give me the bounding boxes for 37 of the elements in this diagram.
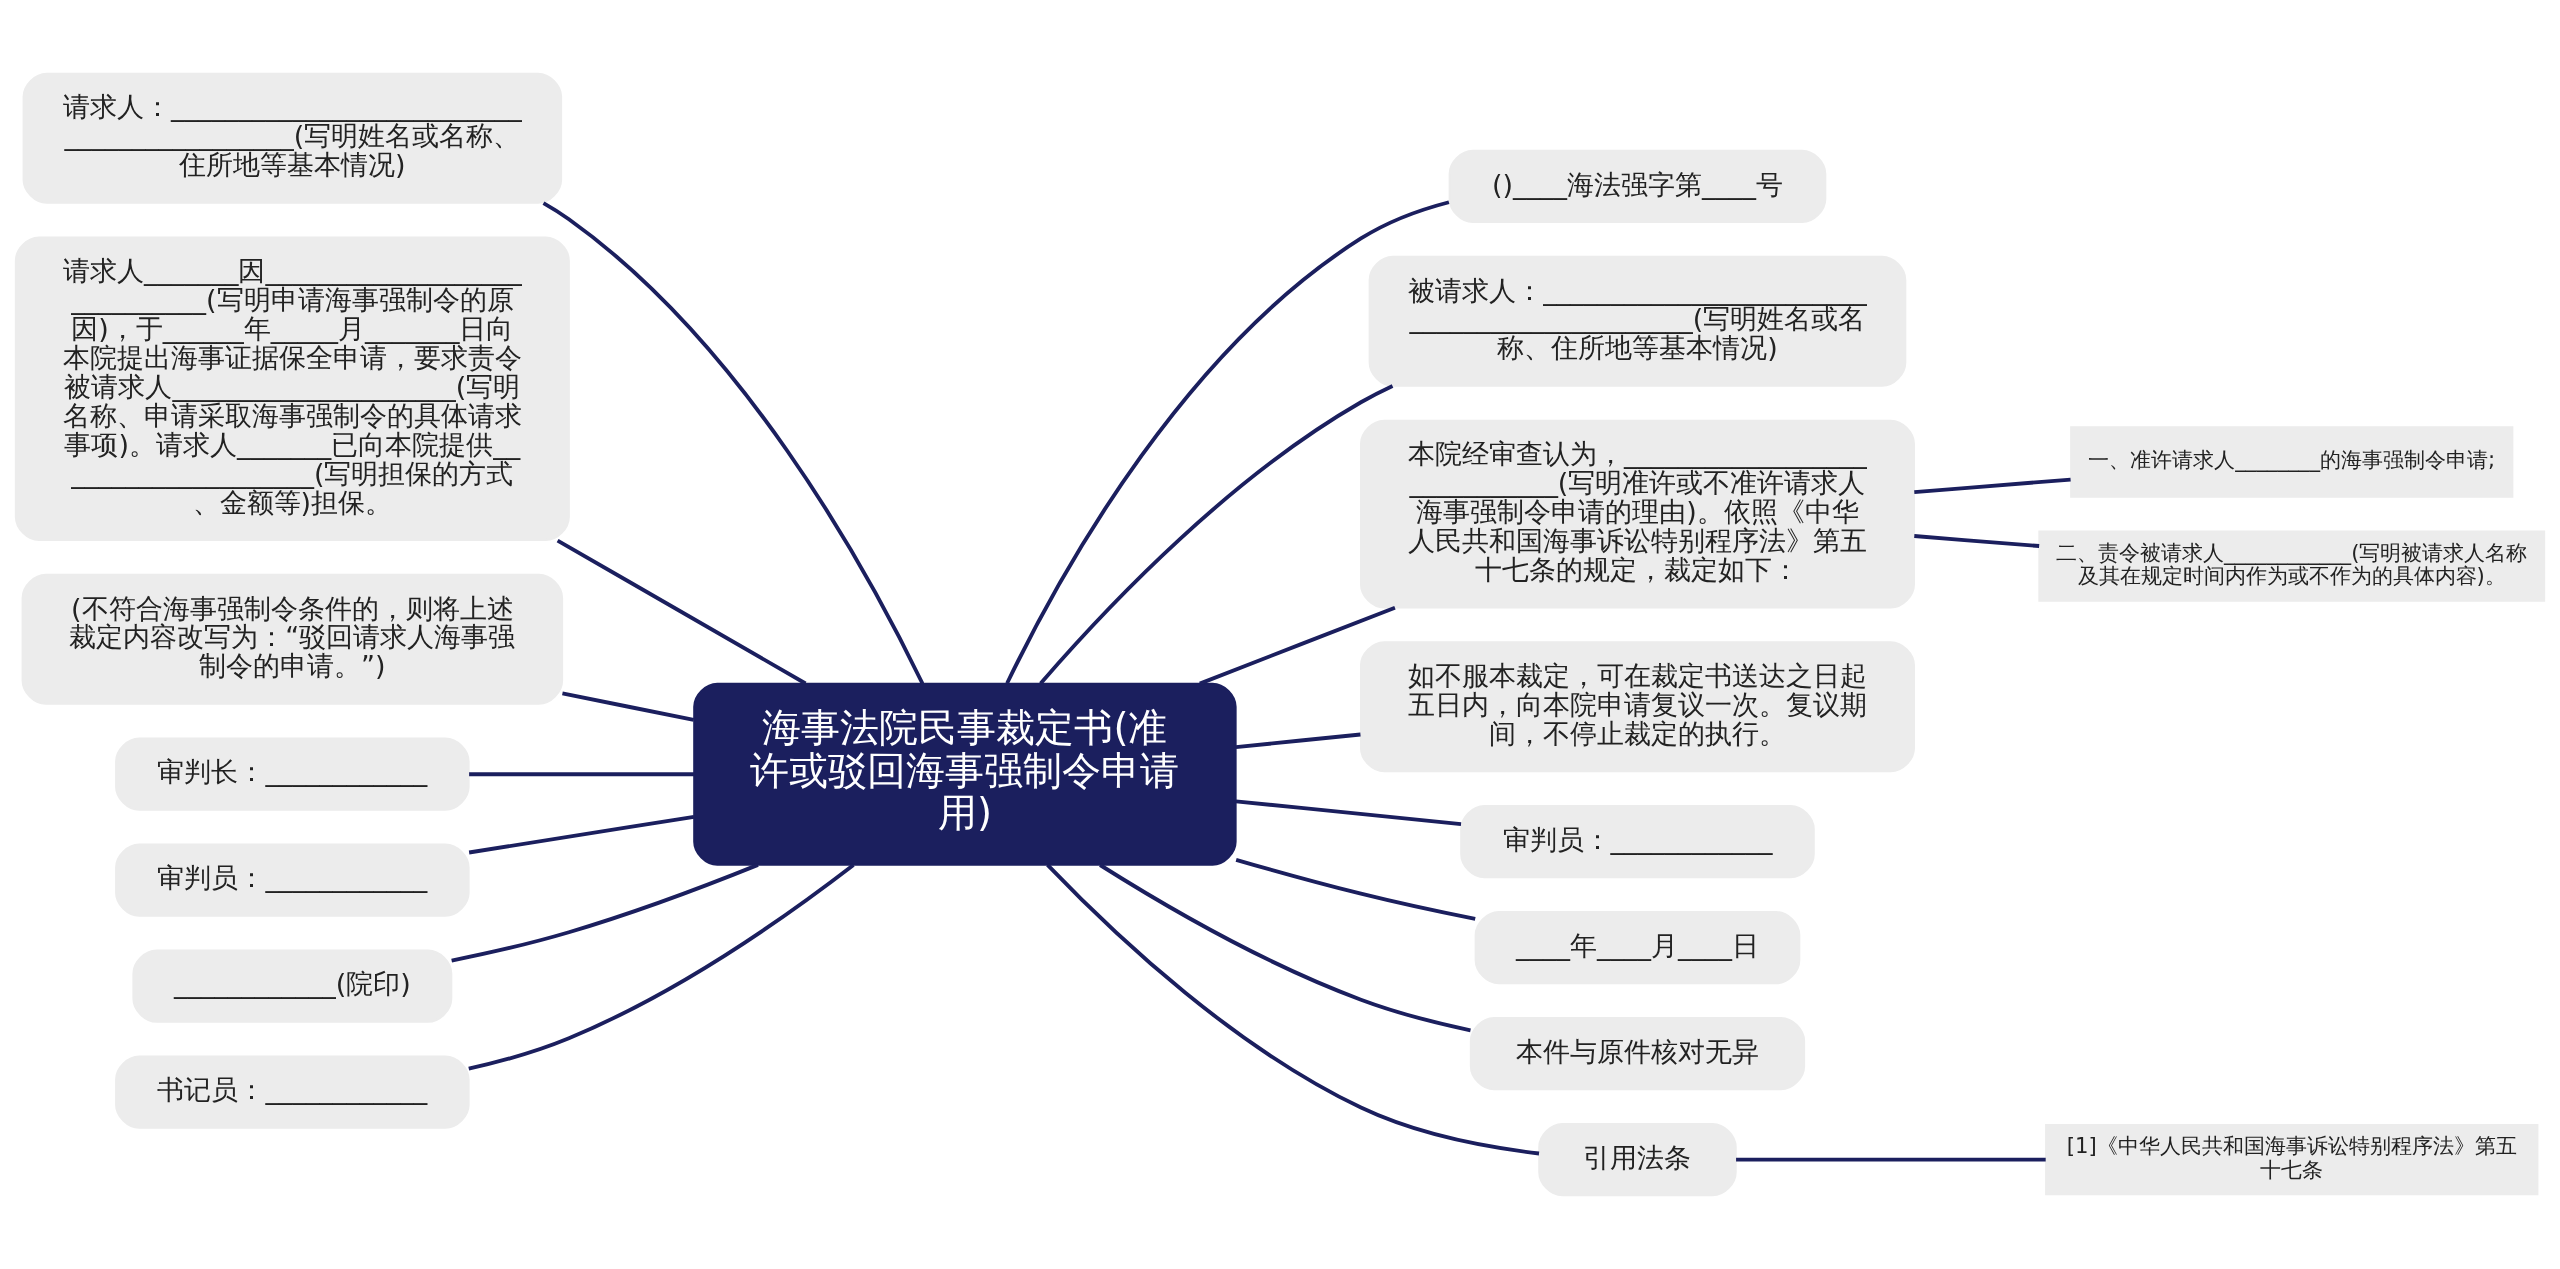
node-box: 二、责令被请求人____________(写明被请求人名称及其在规定时间内作为或不作为的具体内容)。 [2038, 530, 2546, 602]
node-box: 海事法院民事裁定书(准许或驳回海事强制令申请用) [693, 682, 1237, 866]
connector [1235, 857, 1476, 921]
node-box: ____年____月____日 [1474, 911, 1801, 985]
node-box: [1]《中华人民共和国海事诉讼特别程序法》第五十七条 [2045, 1124, 2539, 1196]
node-box: ____________(院印) [132, 949, 453, 1023]
node-box: 本件与原件核对无异 [1469, 1017, 1806, 1091]
node-box: 一、准许请求人________的海事强制令申请; [2070, 426, 2514, 498]
node-box: (不符合海事强制令条件的，则将上述裁定内容改写为：“驳回请求人海事强制令的申请。”) [21, 573, 564, 705]
connector [562, 691, 695, 722]
node-box: 书记员：____________ [115, 1055, 470, 1129]
connector [556, 538, 807, 686]
node-box: 请求人：___________________________________________(写明姓名或名称、住所地等基本情况) [22, 72, 563, 204]
connector [542, 201, 925, 685]
connector [1046, 863, 1540, 1156]
connector [451, 863, 759, 963]
node-box: 审判长：____________ [115, 737, 470, 811]
node-box: 审判员：____________ [115, 843, 470, 917]
connector [468, 863, 855, 1071]
node-box: 如不服本裁定，可在裁定书送达之日起五日内，向本院申请复议一次。复议期间，不停止裁定的执行。 [1359, 641, 1915, 773]
connector [468, 814, 695, 855]
node-box: 本院经审查认为，_____________________________(写明准许或不准许请求人海事强制令申请的理由)。依照《中华人民共和国海事诉讼特别程序法》第五十七条的规定，裁定如下： [1359, 419, 1915, 609]
node-box: ()____海法强字第____号 [1448, 149, 1827, 224]
connector [1736, 1157, 2046, 1162]
connector [1005, 200, 1450, 685]
connector [1235, 799, 1462, 826]
node-box: 被请求人：_____________________________________________(写明姓名或名称、住所地等基本情况) [1368, 255, 1907, 387]
node-box: 审判员：____________ [1460, 805, 1815, 879]
connector [469, 772, 694, 777]
node-box: 请求人_______因_____________________________(写明申请海事强制令的原因)，于______年_____月_______日向本院提出海事证据保全申请，要求责令被请求人_____________________(写明名称、申请采取海事强制令的具体请求事项)。请求人_______已向本院提供____________________(写明担保的方式、金额等)担保。 [14, 236, 570, 542]
connector [1914, 477, 2071, 494]
connector [1199, 605, 1396, 686]
node-box: 引用法条 [1538, 1123, 1737, 1197]
connector [1039, 384, 1394, 685]
connector [1235, 732, 1361, 749]
connector [1914, 534, 2040, 548]
connector [1099, 863, 1471, 1033]
